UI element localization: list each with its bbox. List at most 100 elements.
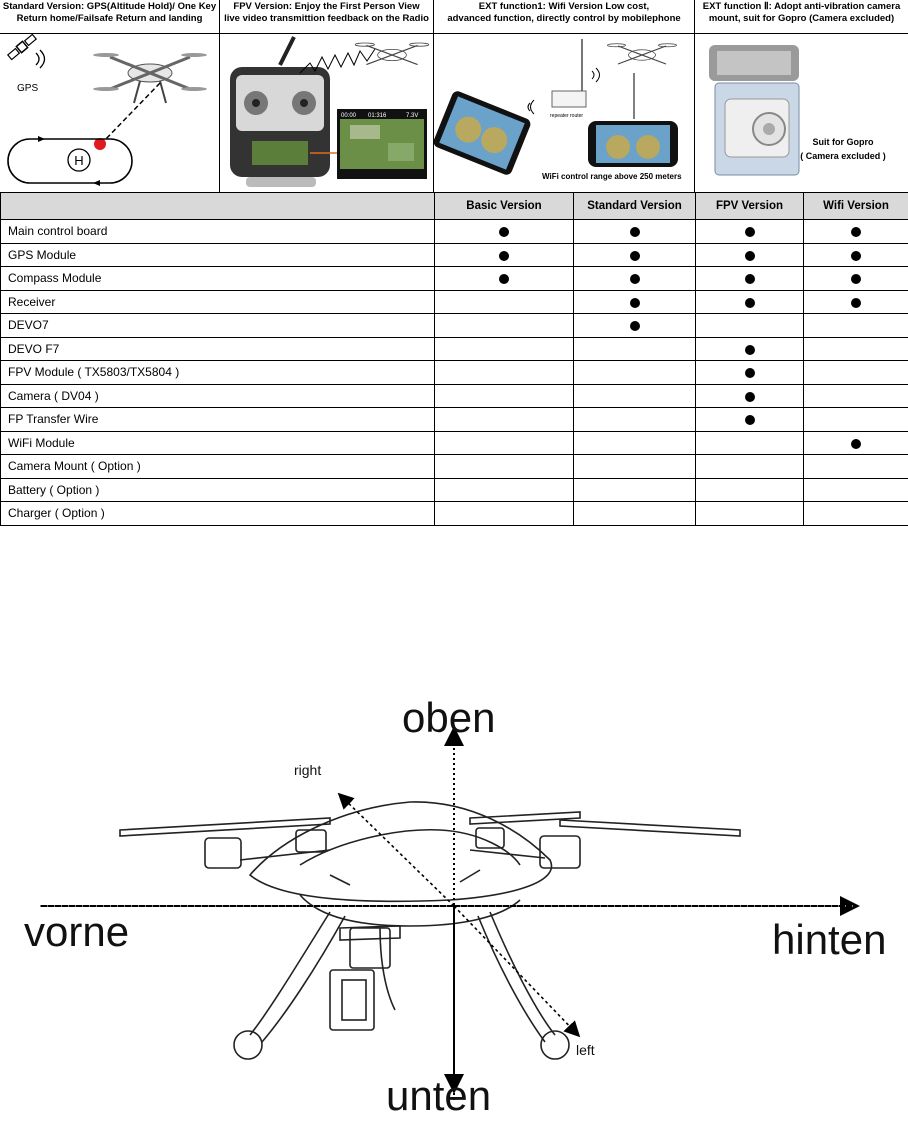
feature-standard-line1: Standard Version: GPS(Altitude Hold)/ On… — [0, 1, 219, 13]
label-unten: unten — [386, 1072, 491, 1120]
cell-wifi — [804, 431, 908, 455]
feature-fpv-illustration: 00:00 01:316 7.3V — [220, 33, 433, 192]
phone-image — [588, 121, 678, 167]
cell-fpv — [696, 314, 804, 338]
cell-basic — [435, 408, 574, 432]
table-row: DEVO7 — [1, 314, 908, 338]
row-label: Compass Module — [1, 267, 435, 291]
gopro-note: Suit for Gopro — [813, 137, 874, 147]
cell-wifi — [804, 384, 908, 408]
camera-mount-image — [709, 45, 799, 175]
cell-standard — [574, 243, 696, 267]
row-label: Receiver — [1, 290, 435, 314]
table-row: FP Transfer Wire — [1, 408, 908, 432]
row-label: Camera Mount ( Option ) — [1, 455, 435, 479]
drone-line-art — [120, 802, 740, 1059]
included-dot-icon — [745, 392, 755, 402]
drone-image — [608, 44, 677, 64]
label-right: right — [294, 762, 321, 778]
osd-voltage: 7.3V — [406, 113, 418, 119]
feature-gopro-line1: EXT function Ⅱ: Adopt anti-vibration cam… — [695, 1, 908, 13]
cell-standard — [574, 267, 696, 291]
cell-basic — [435, 384, 574, 408]
cell-fpv — [696, 243, 804, 267]
drone-image — [93, 53, 207, 103]
feature-gopro-illustration: Suit for Gopro ( Camera excluded ) — [695, 33, 908, 192]
cell-wifi — [804, 267, 908, 291]
included-dot-icon — [630, 227, 640, 237]
row-label: WiFi Module — [1, 431, 435, 455]
home-label: H — [74, 153, 83, 168]
fpv-screen: 00:00 01:316 7.3V — [337, 109, 427, 179]
cell-wifi — [804, 455, 908, 479]
drone-image — [355, 43, 429, 65]
cell-standard — [574, 361, 696, 385]
cell-basic — [435, 243, 574, 267]
label-hinten: hinten — [772, 916, 886, 964]
feature-wifi-header: EXT function1: Wifi Version Low cost, ad… — [434, 0, 694, 34]
feature-gopro: EXT function Ⅱ: Adopt anti-vibration cam… — [695, 0, 908, 192]
included-dot-icon — [851, 227, 861, 237]
cell-wifi — [804, 290, 908, 314]
label-oben: oben — [402, 694, 495, 742]
included-dot-icon — [745, 274, 755, 284]
table-row: Receiver — [1, 290, 908, 314]
camera-excluded-note: ( Camera excluded ) — [800, 151, 886, 161]
row-label: GPS Module — [1, 243, 435, 267]
table-header-row: Basic Version Standard Version FPV Versi… — [1, 193, 908, 220]
cell-standard — [574, 408, 696, 432]
cell-standard — [574, 220, 696, 244]
header-standard-version: Standard Version — [574, 193, 696, 220]
included-dot-icon — [745, 227, 755, 237]
included-dot-icon — [851, 274, 861, 284]
feature-standard-line2: Return home/Failsafe Return and landing — [0, 13, 219, 25]
included-dot-icon — [630, 274, 640, 284]
feature-fpv-line1: FPV Version: Enjoy the First Person View — [220, 1, 433, 13]
cell-basic — [435, 267, 574, 291]
cell-wifi — [804, 220, 908, 244]
table-row: GPS Module — [1, 243, 908, 267]
label-left: left — [576, 1042, 595, 1058]
cell-basic — [435, 361, 574, 385]
cell-fpv — [696, 267, 804, 291]
cell-fpv — [696, 502, 804, 526]
cell-basic — [435, 220, 574, 244]
cell-wifi — [804, 502, 908, 526]
feature-standard: Standard Version: GPS(Altitude Hold)/ On… — [0, 0, 220, 192]
row-label: Main control board — [1, 220, 435, 244]
feature-row: Standard Version: GPS(Altitude Hold)/ On… — [0, 0, 908, 193]
drone-orientation-drawing — [0, 690, 908, 1125]
row-label: DEVO7 — [1, 314, 435, 338]
included-dot-icon — [745, 251, 755, 261]
included-dot-icon — [851, 439, 861, 449]
cell-fpv — [696, 337, 804, 361]
cell-wifi — [804, 408, 908, 432]
header-wifi-version: Wifi Version — [804, 193, 908, 220]
cell-wifi — [804, 361, 908, 385]
label-vorne: vorne — [24, 908, 129, 956]
cell-standard — [574, 431, 696, 455]
included-dot-icon — [499, 274, 509, 284]
cell-basic — [435, 314, 574, 338]
table-row: Camera Mount ( Option ) — [1, 455, 908, 479]
feature-wifi-line2: advanced function, directly control by m… — [434, 13, 694, 25]
orientation-diagram: oben unten vorne hinten right left — [0, 690, 908, 1125]
osd-counter: 01:316 — [368, 113, 387, 119]
cell-fpv — [696, 478, 804, 502]
cell-wifi — [804, 478, 908, 502]
row-label: Camera ( DV04 ) — [1, 384, 435, 408]
included-dot-icon — [745, 345, 755, 355]
table-row: Main control board — [1, 220, 908, 244]
wifi-range-text: WiFi control range above 250 meters — [542, 172, 682, 181]
feature-wifi: EXT function1: Wifi Version Low cost, ad… — [434, 0, 695, 192]
row-label: DEVO F7 — [1, 337, 435, 361]
cell-wifi — [804, 314, 908, 338]
router-label: repeater router — [550, 113, 583, 119]
feature-fpv-header: FPV Version: Enjoy the First Person View… — [220, 0, 433, 34]
cell-fpv — [696, 290, 804, 314]
feature-standard-header: Standard Version: GPS(Altitude Hold)/ On… — [0, 0, 219, 34]
cell-standard — [574, 337, 696, 361]
cell-wifi — [804, 337, 908, 361]
table-row: Compass Module — [1, 267, 908, 291]
router-image — [552, 39, 586, 107]
